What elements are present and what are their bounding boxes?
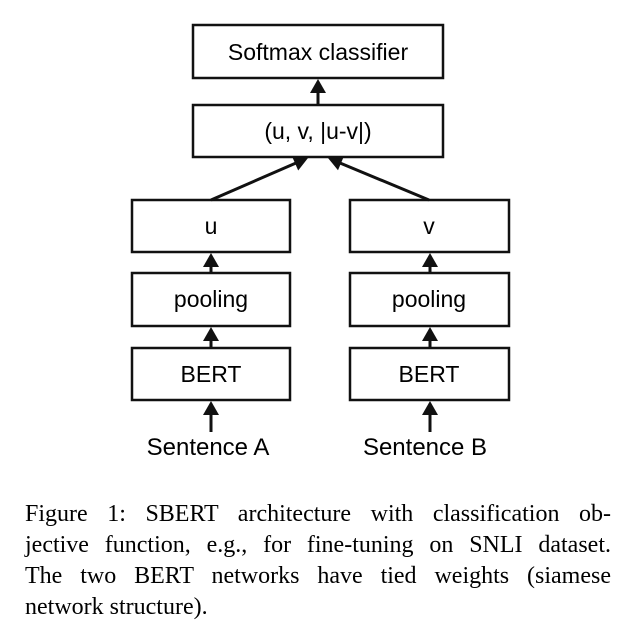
caption-line-4: network structure). bbox=[25, 594, 208, 620]
softmax-classifier-box bbox=[191, 23, 445, 80]
arrow-pooling-left-to-u bbox=[203, 253, 219, 272]
v-label: v bbox=[423, 213, 435, 239]
bert-left-label: BERT bbox=[181, 361, 242, 387]
bert-right-box bbox=[348, 346, 511, 402]
v-box bbox=[348, 198, 511, 254]
sentence-b-label: Sentence B bbox=[363, 434, 487, 461]
pooling-right-box bbox=[348, 271, 511, 328]
caption-line-1: Figure 1: SBERT architecture with classi… bbox=[25, 501, 611, 527]
arrow-pooling-right-to-v bbox=[422, 253, 438, 272]
pooling-left-label: pooling bbox=[174, 286, 248, 312]
arrow-sentence-a-to-bert bbox=[203, 401, 219, 432]
sbert-architecture-diagram: Softmax classifier (u, v, |u-v|) u pooli… bbox=[130, 23, 511, 461]
concat-box bbox=[191, 103, 445, 159]
caption-line-3: The two BERT networks have tied weights … bbox=[25, 563, 611, 589]
arrow-bert-right-to-pooling bbox=[422, 327, 438, 347]
u-label: u bbox=[205, 213, 218, 239]
pooling-right-label: pooling bbox=[392, 286, 466, 312]
arrow-v-to-concat bbox=[328, 156, 430, 202]
arrow-concat-to-softmax bbox=[310, 79, 326, 104]
bert-left-box bbox=[130, 346, 292, 402]
bert-right-label: BERT bbox=[399, 361, 460, 387]
arrow-bert-left-to-pooling bbox=[203, 327, 219, 347]
concat-label: (u, v, |u-v|) bbox=[264, 118, 371, 144]
figure-caption: Figure 1: SBERT architecture with classi… bbox=[25, 499, 611, 623]
arrow-u-to-concat bbox=[210, 156, 308, 202]
sentence-a-label: Sentence A bbox=[147, 434, 270, 461]
caption-line-2: jective function, e.g., for fine-tuning … bbox=[25, 532, 611, 558]
softmax-classifier-label: Softmax classifier bbox=[228, 39, 409, 65]
pooling-left-box bbox=[130, 271, 292, 328]
arrow-sentence-b-to-bert bbox=[422, 401, 438, 432]
